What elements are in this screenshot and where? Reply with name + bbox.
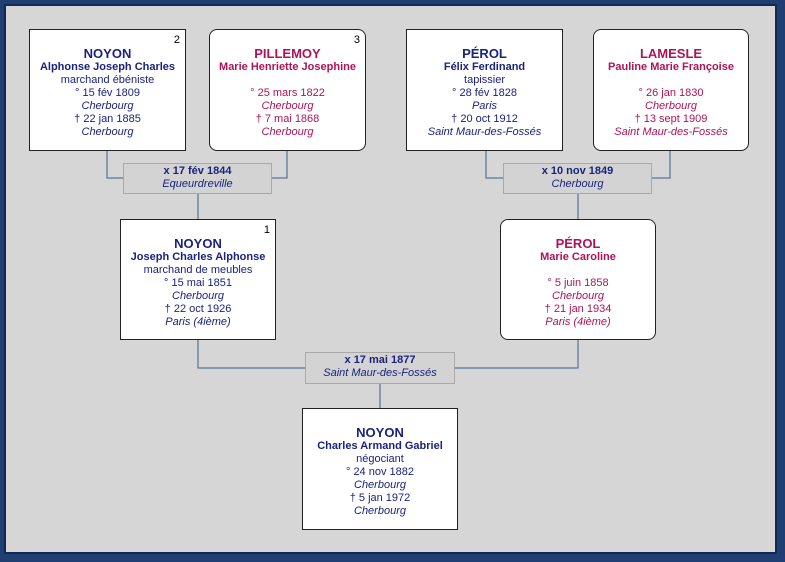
death-place: Saint Maur-des-Fossés (614, 126, 728, 138)
marriage-date: x 17 mai 1877 (344, 354, 416, 366)
birth-place: Cherbourg (261, 100, 314, 112)
given-names: Joseph Charles Alphonse (130, 251, 266, 263)
person-card-lamesle-pauline[interactable]: LAMESLE Pauline Marie Françoise ° 26 jan… (593, 29, 749, 151)
birth-place: Cherbourg (81, 100, 134, 112)
birth-date: ° 15 fév 1809 (75, 87, 140, 99)
death-date: † 7 mai 1868 (255, 113, 320, 125)
surname: NOYON (83, 46, 132, 61)
given-names: Charles Armand Gabriel (317, 440, 443, 452)
marriage-box-noyon-perol[interactable]: x 17 mai 1877 Saint Maur-des-Fossés (305, 352, 455, 384)
death-date: † 20 oct 1912 (451, 113, 518, 125)
death-date: † 22 jan 1885 (74, 113, 141, 125)
death-date: † 5 jan 1972 (349, 492, 411, 504)
birth-date: ° 28 fév 1828 (452, 87, 517, 99)
given-names: Marie Henriette Josephine (219, 61, 356, 73)
marriage-box-noyon-pillemoy[interactable]: x 17 fév 1844 Equeurdreville (123, 163, 272, 194)
birth-place: Cherbourg (354, 479, 406, 491)
given-names: Marie Caroline (540, 251, 616, 263)
given-names: Alphonse Joseph Charles (39, 61, 176, 73)
person-card-noyon-charles[interactable]: NOYON Charles Armand Gabriel négociant °… (302, 408, 458, 530)
death-place: Cherbourg (354, 505, 406, 517)
sosa-number: 1 (263, 224, 270, 236)
sosa-number: 2 (173, 34, 180, 46)
death-place: Paris (4ième) (165, 316, 231, 328)
given-names: Pauline Marie Françoise (608, 61, 734, 73)
birth-date: ° 15 mai 1851 (164, 277, 232, 289)
person-card-noyon-joseph[interactable]: 1 NOYON Joseph Charles Alphonse marchand… (120, 219, 276, 340)
surname: PÉROL (462, 46, 507, 61)
surname: PILLEMOY (254, 46, 321, 61)
birth-place: Cherbourg (172, 290, 224, 302)
marriage-place: Equeurdreville (162, 178, 233, 190)
birth-date: ° 25 mars 1822 (250, 87, 325, 99)
marriage-place: Cherbourg (551, 178, 604, 190)
death-place: Cherbourg (261, 126, 314, 138)
birth-date: ° 5 juin 1858 (547, 277, 609, 289)
death-date: † 13 sept 1909 (634, 113, 708, 125)
death-date: † 22 oct 1926 (164, 303, 232, 315)
marriage-date: x 17 fév 1844 (163, 165, 232, 177)
surname: LAMESLE (639, 46, 703, 61)
occupation: tapissier (464, 74, 505, 86)
birth-place: Paris (471, 100, 498, 112)
marriage-date: x 10 nov 1849 (541, 165, 614, 177)
sosa-number: 3 (353, 34, 360, 46)
person-card-perol-marie[interactable]: PÉROL Marie Caroline ° 5 juin 1858 Cherb… (500, 219, 656, 340)
person-card-pillemoy-marie[interactable]: 3 PILLEMOY Marie Henriette Josephine ° 2… (209, 29, 366, 151)
surname: NOYON (174, 236, 222, 251)
person-card-perol-felix[interactable]: PÉROL Félix Ferdinand tapissier ° 28 fév… (406, 29, 563, 151)
birth-date: ° 24 nov 1882 (345, 466, 414, 478)
surname: NOYON (356, 425, 404, 440)
marriage-box-perol-lamesle[interactable]: x 10 nov 1849 Cherbourg (503, 163, 652, 194)
given-names: Félix Ferdinand (443, 61, 526, 73)
occupation: marchand de meubles (143, 264, 253, 276)
person-card-noyon-alphonse[interactable]: 2 NOYON Alphonse Joseph Charles marchand… (29, 29, 186, 151)
death-place: Saint Maur-des-Fossés (427, 126, 542, 138)
occupation (210, 74, 365, 87)
occupation (501, 264, 655, 277)
birth-date: ° 26 jan 1830 (638, 87, 704, 99)
occupation: négociant (356, 453, 404, 465)
birth-place: Cherbourg (645, 100, 697, 112)
death-date: † 21 jan 1934 (544, 303, 612, 315)
death-place: Cherbourg (81, 126, 134, 138)
death-place: Paris (4ième) (545, 316, 611, 328)
occupation (594, 74, 748, 87)
surname: PÉROL (555, 236, 601, 251)
birth-place: Cherbourg (552, 290, 604, 302)
occupation: marchand ébéniste (60, 74, 155, 86)
marriage-place: Saint Maur-des-Fossés (323, 367, 437, 379)
